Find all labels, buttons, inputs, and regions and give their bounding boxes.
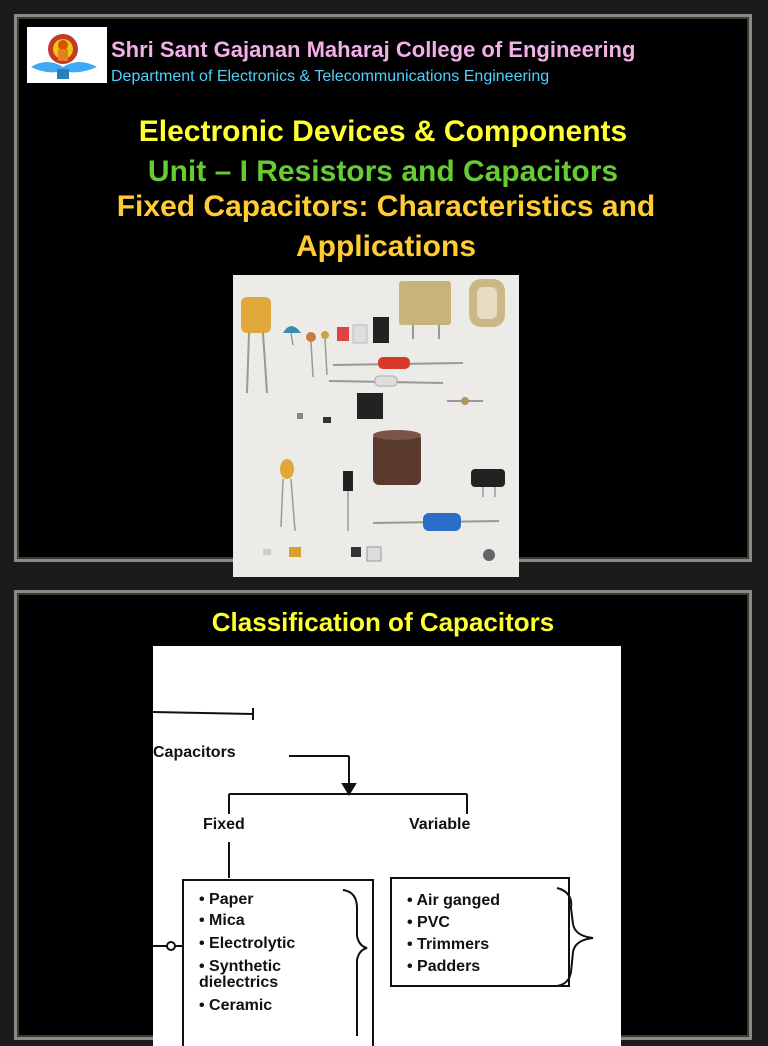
variable-item-air-ganged: • Air ganged xyxy=(407,892,501,909)
college-name: Shri Sant Gajanan Maharaj College of Eng… xyxy=(111,37,636,62)
course-title: Electronic Devices & Components xyxy=(138,115,628,148)
variable-item-trimmers: • Trimmers xyxy=(407,936,490,953)
department-name: Department of Electronics & Telecommunic… xyxy=(111,68,550,85)
capacitors-photo xyxy=(233,275,519,577)
fixed-item-mica: • Mica xyxy=(199,912,245,929)
fixed-item-electrolytic: • Electrolytic xyxy=(199,935,296,952)
fixed-item-ceramic: • Ceramic xyxy=(199,997,273,1014)
unit-title: Unit – I Resistors and Capacitors xyxy=(147,155,619,188)
variable-item-padders: • Padders xyxy=(407,958,481,975)
fixed-item-synthetic: • Synthetic dielectrics xyxy=(199,958,282,991)
college-logo xyxy=(27,27,107,83)
variable-label: Variable xyxy=(409,816,471,833)
fixed-item-paper: • Paper xyxy=(199,891,254,908)
slide-title: Classification of Capacitors xyxy=(211,607,555,637)
classification-slide: Classification of Capacitors xyxy=(14,590,752,1046)
capacitors-label: Capacitors xyxy=(153,744,236,761)
classification-diagram: Capacitors Fixed Variable • Paper • Mica… xyxy=(153,646,621,1046)
title-slide: Shri Sant Gajanan Maharaj College of Eng… xyxy=(14,14,752,577)
topic-title: Fixed Capacitors: Characteristics and Ap… xyxy=(116,190,656,263)
variable-item-pvc: • PVC xyxy=(407,914,450,931)
fixed-label: Fixed xyxy=(203,816,245,833)
